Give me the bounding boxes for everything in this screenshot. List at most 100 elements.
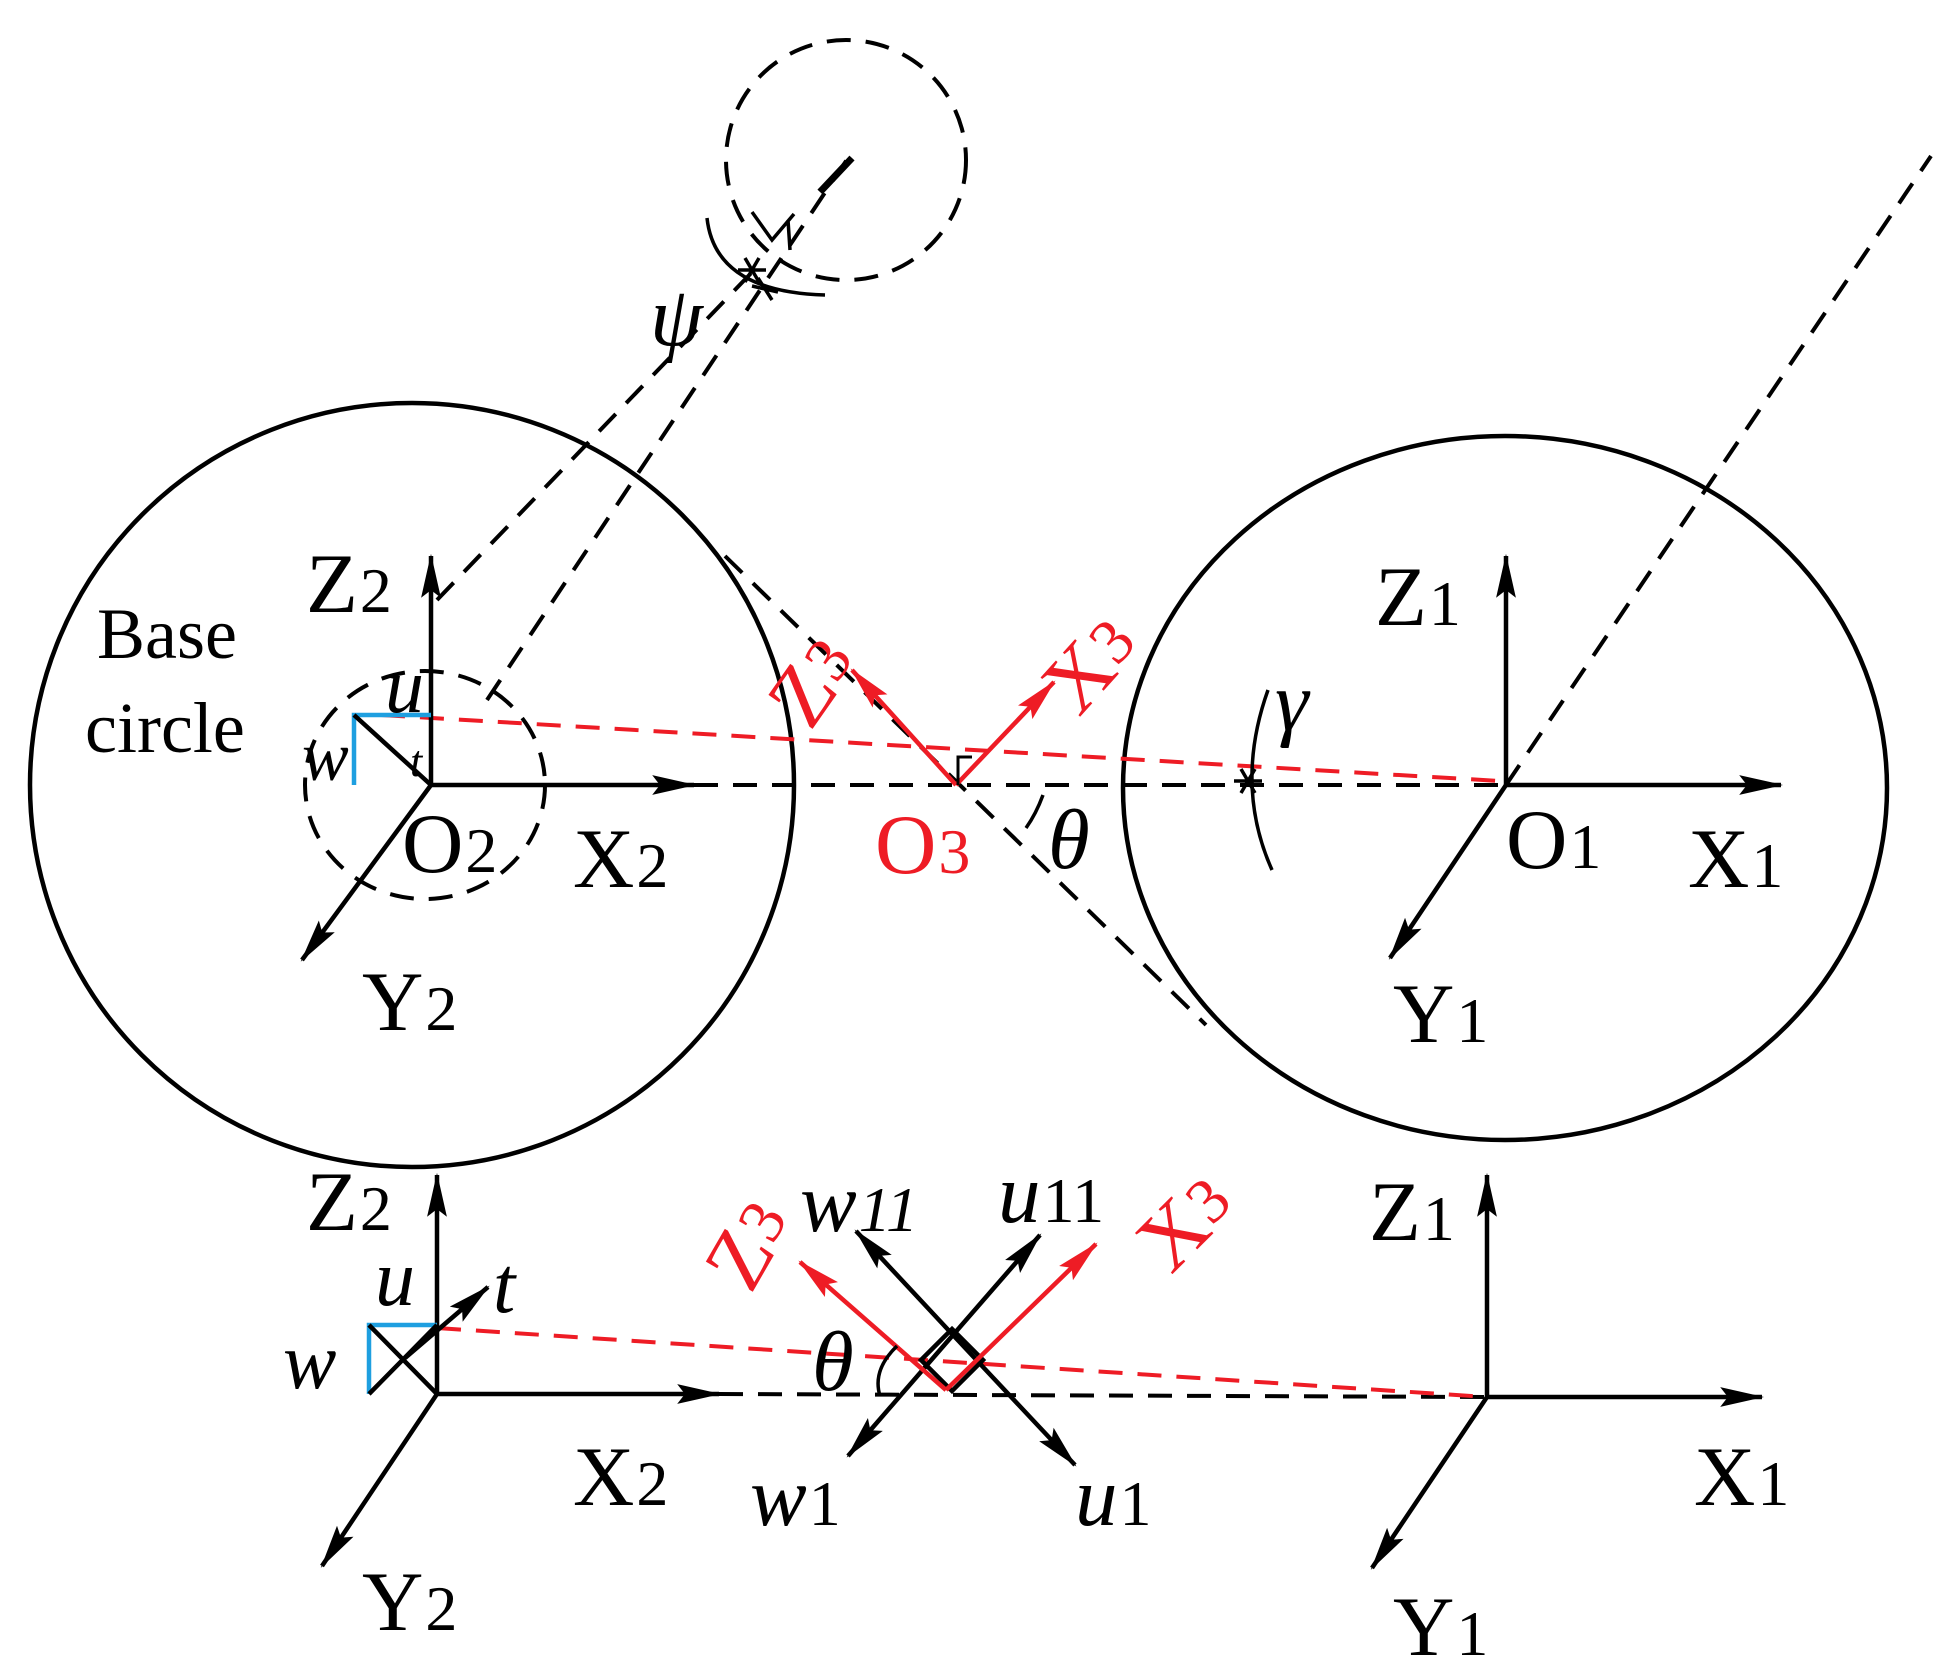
psi-label: ψ bbox=[650, 270, 704, 364]
t-label-upper: t bbox=[410, 737, 424, 786]
psi-point-marker bbox=[738, 257, 779, 301]
y1-label-lower: Y1 bbox=[1393, 1580, 1488, 1674]
right-angle-marker bbox=[956, 755, 972, 785]
theta-label-lower: θ bbox=[812, 1315, 854, 1409]
o1-oblique-dashed-line bbox=[1504, 154, 1933, 787]
lower-figure: Z2 X2 Y2 Z1 X1 Y1 Z3 X3 w11 u11 w1 u1 θ … bbox=[283, 1147, 1789, 1674]
o3-label-sub: 3 bbox=[938, 816, 970, 887]
y2-label-upper: Y2 bbox=[362, 955, 457, 1049]
w11-label-main: w bbox=[800, 1156, 857, 1250]
top-circle-inner-marks bbox=[750, 210, 796, 251]
x2-label-main: X bbox=[573, 812, 634, 906]
y2-lower-sub: 2 bbox=[425, 1573, 457, 1644]
o2-label-main: O bbox=[402, 797, 463, 891]
gamma-point-marker bbox=[1234, 768, 1262, 794]
w-label-upper: w bbox=[302, 719, 349, 796]
z2-lower-main: Z bbox=[306, 1155, 358, 1249]
o1-label-main: O bbox=[1506, 793, 1567, 887]
section-square-cross-lower bbox=[367, 1323, 439, 1396]
o2-label-sub: 2 bbox=[465, 815, 497, 886]
u-label-upper: u bbox=[385, 642, 424, 729]
psi-dashed-line-1 bbox=[435, 266, 758, 602]
z1-lower-sub: 1 bbox=[1423, 1183, 1455, 1254]
z2-label-lower: Z2 bbox=[306, 1155, 392, 1249]
psi-dashed-line-2 bbox=[485, 156, 850, 702]
z3-label-upper: Z3 bbox=[749, 619, 875, 743]
w1-label-main: w bbox=[750, 1450, 807, 1544]
u-label-lower: u bbox=[375, 1235, 415, 1323]
y2-axis-arrow bbox=[300, 783, 433, 962]
w11-label-sub: 11 bbox=[859, 1174, 918, 1245]
upper-figure: Base circle Z2 X2 Y2 O2 Z1 X1 Y1 O1 O3 Z… bbox=[27, 38, 1933, 1170]
t-label-lower: t bbox=[493, 1242, 517, 1330]
u1-label-sub: 1 bbox=[1120, 1468, 1152, 1539]
x1-lower-sub: 1 bbox=[1757, 1448, 1789, 1519]
theta-arc-lower bbox=[876, 1344, 899, 1397]
gamma-label: γ bbox=[1275, 655, 1311, 749]
w11-label: w11 bbox=[800, 1156, 918, 1250]
y1-lower-sub: 1 bbox=[1456, 1598, 1488, 1669]
y1-label-upper: Y1 bbox=[1393, 967, 1488, 1061]
x2-label-lower: X2 bbox=[573, 1430, 668, 1524]
y1-axis-arrow-lower bbox=[1370, 1395, 1489, 1570]
x-axis-dashed-connector-lower bbox=[718, 1392, 1488, 1399]
x2-lower-main: X bbox=[573, 1430, 634, 1524]
x1-label-sub: 1 bbox=[1751, 830, 1783, 901]
o1-label: O1 bbox=[1506, 793, 1601, 887]
theta-label-upper: θ bbox=[1048, 793, 1090, 887]
psi-arc bbox=[705, 217, 826, 297]
x2-label-upper: X2 bbox=[573, 812, 668, 906]
u11-label-main: u bbox=[998, 1147, 1041, 1241]
o3-diagonal-dashed-line bbox=[723, 554, 1208, 1027]
red-dashed-line-lower bbox=[436, 1326, 1488, 1399]
base-circle-label-line2: circle bbox=[85, 688, 245, 768]
x3-axis-arrow bbox=[954, 680, 1056, 787]
x3-label-upper: X3 bbox=[1023, 597, 1157, 731]
y1-label-main: Y bbox=[1393, 967, 1454, 1061]
y2-axis-arrow-lower bbox=[320, 1392, 439, 1568]
x3-axis-arrow-lower bbox=[944, 1242, 1098, 1392]
x1-label-upper: X1 bbox=[1688, 812, 1783, 906]
x2-label-sub: 2 bbox=[636, 830, 668, 901]
y2-label-lower: Y2 bbox=[362, 1555, 457, 1649]
x1-label-lower: X1 bbox=[1694, 1430, 1789, 1524]
right-base-circle bbox=[1120, 433, 1890, 1143]
z3-axis-arrow-lower bbox=[798, 1260, 948, 1392]
y2-label-sub: 2 bbox=[425, 973, 457, 1044]
o3-label: O3 bbox=[875, 798, 970, 892]
u1-axis-arrow bbox=[951, 1333, 1077, 1467]
w1-label: w1 bbox=[750, 1450, 841, 1544]
y1-lower-main: Y bbox=[1393, 1580, 1454, 1674]
z1-label-upper: Z1 bbox=[1375, 550, 1461, 644]
z3-axis-arrow bbox=[850, 668, 958, 787]
x2-lower-sub: 2 bbox=[636, 1448, 668, 1519]
o1-label-sub: 1 bbox=[1569, 811, 1601, 882]
x1-label-main: X bbox=[1688, 812, 1749, 906]
u1-label-main: u bbox=[1075, 1450, 1118, 1544]
z3-label-lower: Z3 bbox=[686, 1183, 810, 1304]
y1-label-sub: 1 bbox=[1456, 985, 1488, 1056]
theta-arc-upper bbox=[1024, 794, 1045, 830]
y2-label-main: Y bbox=[362, 955, 423, 1049]
w1-axis-arrow bbox=[846, 1333, 955, 1458]
u11-label: u11 bbox=[998, 1147, 1104, 1241]
w-label-lower: w bbox=[283, 1318, 336, 1406]
x1-lower-main: X bbox=[1694, 1430, 1755, 1524]
w1-label-sub: 1 bbox=[809, 1468, 841, 1539]
z1-label-main: Z bbox=[1375, 550, 1427, 644]
y2-lower-main: Y bbox=[362, 1555, 423, 1649]
z1-label-lower: Z1 bbox=[1369, 1165, 1455, 1259]
top-dashed-circle bbox=[724, 38, 968, 282]
base-circle-label-line1: Base bbox=[97, 594, 237, 674]
section-square-diagonal bbox=[352, 713, 433, 787]
z1-lower-main: Z bbox=[1369, 1165, 1421, 1259]
x3-label-lower: X3 bbox=[1118, 1155, 1252, 1289]
u11-axis-arrow bbox=[951, 1233, 1042, 1337]
y1-axis-arrow bbox=[1388, 783, 1508, 960]
w11-axis-arrow bbox=[854, 1229, 955, 1337]
o2-label: O2 bbox=[402, 797, 497, 891]
o3-label-main: O bbox=[875, 798, 936, 892]
top-circle-thick-segment bbox=[817, 155, 855, 195]
z2-lower-sub: 2 bbox=[360, 1173, 392, 1244]
